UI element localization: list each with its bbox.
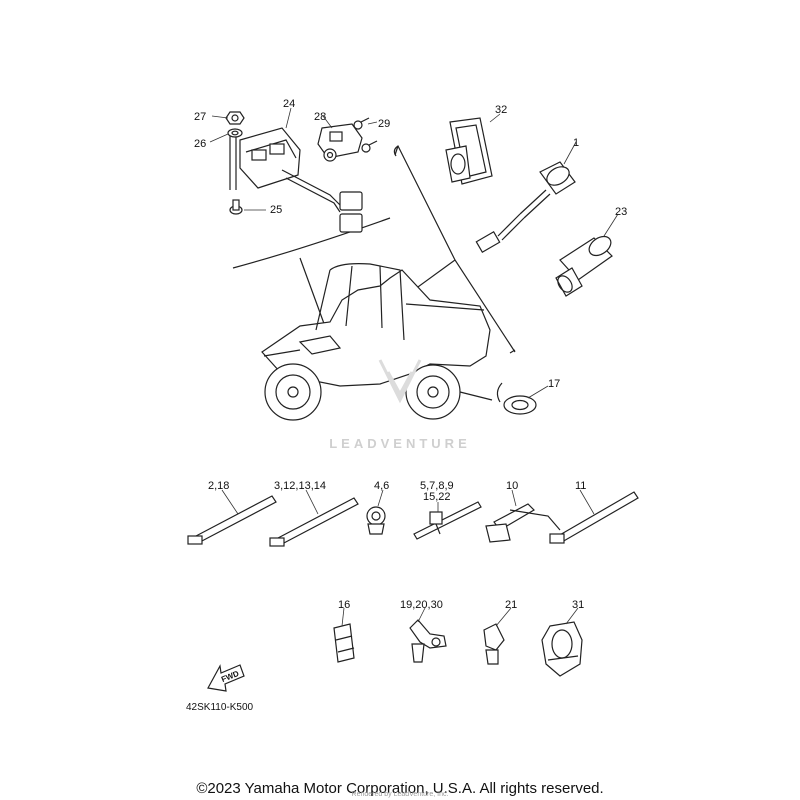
- label-4-6: 4,6: [374, 480, 390, 492]
- copyright-notice: ©2023 Yamaha Motor Corporation, U.S.A. A…: [196, 780, 604, 797]
- grommet-17: [503, 395, 537, 415]
- label-28: 28: [314, 111, 327, 123]
- clamp-19-20-30: [409, 619, 447, 663]
- label-19-20-30: 19,20,30: [400, 599, 443, 611]
- label-10: 10: [506, 480, 519, 492]
- label-24: 24: [283, 98, 296, 110]
- cable-tie-3-12-13-14: [269, 497, 359, 547]
- watermark: LEADVENTURE: [329, 436, 471, 451]
- label-1: 1: [573, 137, 580, 149]
- diagram-code: 42SK110-K500: [186, 702, 254, 713]
- label-21: 21: [505, 599, 518, 611]
- label-11: 11: [575, 480, 587, 492]
- label-29: 29: [378, 118, 391, 130]
- leader-lines: [209, 107, 619, 627]
- rendered-by: Rendered by LeadVenture, Inc.: [351, 791, 449, 798]
- cable-tie-5-7-8-9: [413, 501, 482, 540]
- label-27: 27: [194, 111, 207, 123]
- screws-29: [353, 117, 378, 153]
- sensor-1: [475, 161, 576, 254]
- clip-4-6: [366, 506, 386, 535]
- cable-tie-10: [485, 503, 561, 543]
- switch-assembly-24: [229, 127, 363, 233]
- cable-tie-2-18: [187, 495, 277, 545]
- label-3-12-13-14: 3,12,13,14: [274, 480, 326, 492]
- label-25: 25: [270, 204, 283, 216]
- forward-arrow: [207, 664, 245, 692]
- washer-26: [227, 128, 243, 138]
- label-26: 26: [194, 138, 207, 150]
- label-5-7-8-9: 5,7,8,9: [420, 480, 454, 492]
- label-17: 17: [548, 378, 561, 390]
- label-23: 23: [615, 206, 628, 218]
- clamp-16: [333, 623, 355, 663]
- vehicle-illustration: [261, 263, 491, 421]
- part-32: [445, 117, 493, 185]
- sensor-23: [555, 235, 613, 297]
- nut-27: [225, 111, 245, 125]
- clamp-31: [541, 621, 583, 677]
- label-2-18: 2,18: [208, 480, 230, 492]
- label-31: 31: [572, 599, 585, 611]
- label-32: 32: [495, 104, 508, 116]
- cable-tie-11: [549, 491, 639, 544]
- bolt-25: [229, 199, 243, 215]
- label-15-22: 15,22: [423, 491, 451, 503]
- clip-21: [483, 623, 505, 665]
- label-16: 16: [338, 599, 351, 611]
- relay-28: [317, 123, 363, 162]
